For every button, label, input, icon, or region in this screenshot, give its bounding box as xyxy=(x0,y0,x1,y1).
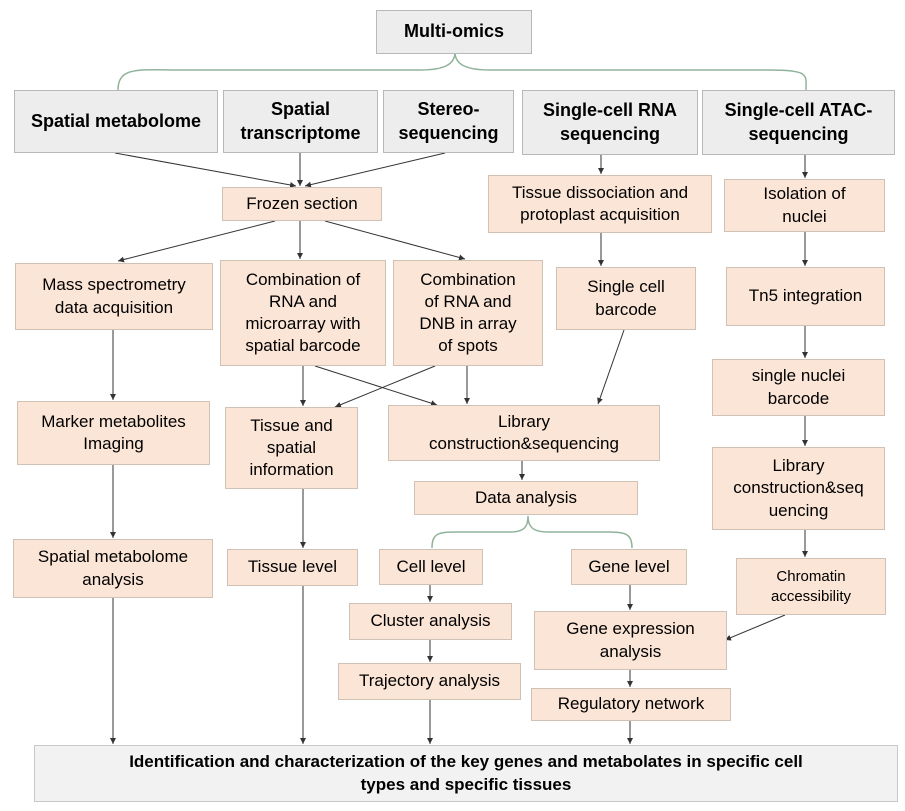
mass-spectrometry-node: Mass spectrometry data acquisition xyxy=(15,263,213,330)
data-analysis-node: Data analysis xyxy=(414,481,638,515)
gene-level-node: Gene level xyxy=(571,549,687,585)
header-spatial-transcriptome: Spatial transcriptome xyxy=(223,90,378,153)
tissue-spatial-info-node: Tissue and spatial information xyxy=(225,407,358,489)
regulatory-network-node: Regulatory network xyxy=(531,688,731,721)
header-spatial-metabolome: Spatial metabolome xyxy=(14,90,218,153)
title-box: Multi-omics xyxy=(376,10,532,54)
cluster-analysis-node: Cluster analysis xyxy=(349,603,512,640)
cell-level-node: Cell level xyxy=(379,549,483,585)
frozen-section-node: Frozen section xyxy=(222,187,382,221)
single-cell-barcode-node: Single cell barcode xyxy=(556,267,696,330)
isolation-nuclei-node: Isolation of nuclei xyxy=(724,179,885,232)
gene-expression-node: Gene expression analysis xyxy=(534,611,727,670)
arrow xyxy=(304,152,446,188)
tissue-level-node: Tissue level xyxy=(227,549,358,586)
arrow xyxy=(724,614,786,641)
trajectory-analysis-node: Trajectory analysis xyxy=(338,663,521,700)
header-stereo-sequencing: Stereo- sequencing xyxy=(383,90,514,153)
arrow xyxy=(314,365,438,407)
marker-metabolites-node: Marker metabolites Imaging xyxy=(17,401,210,465)
single-nuclei-barcode-node: single nuclei barcode xyxy=(712,359,885,416)
conclusion-box: Identification and characterization of t… xyxy=(34,745,898,802)
arrow xyxy=(117,220,276,263)
analysis-bracket xyxy=(431,515,633,549)
tissue-dissociation-node: Tissue dissociation and protoplast acqui… xyxy=(488,175,712,233)
header-scrna-sequencing: Single-cell RNA sequencing xyxy=(522,90,698,155)
arrow xyxy=(597,329,625,405)
library-construction-node: Library construction&sequencing xyxy=(388,405,660,461)
rna-microarray-node: Combination of RNA and microarray with s… xyxy=(220,260,386,366)
top-bracket xyxy=(117,51,807,91)
chromatin-accessibility-node: Chromatin accessibility xyxy=(736,558,886,615)
rna-dnb-node: Combination of RNA and DNB in array of s… xyxy=(393,260,543,366)
arrow xyxy=(324,220,466,261)
tn5-integration-node: Tn5 integration xyxy=(726,267,885,326)
arrow xyxy=(114,152,297,188)
header-scatac-sequencing: Single-cell ATAC- sequencing xyxy=(702,90,895,155)
spatial-metabolome-analysis-node: Spatial metabolome analysis xyxy=(13,539,213,598)
library-construction-atac-node: Library construction&seq uencing xyxy=(712,447,885,530)
arrow xyxy=(334,365,436,408)
